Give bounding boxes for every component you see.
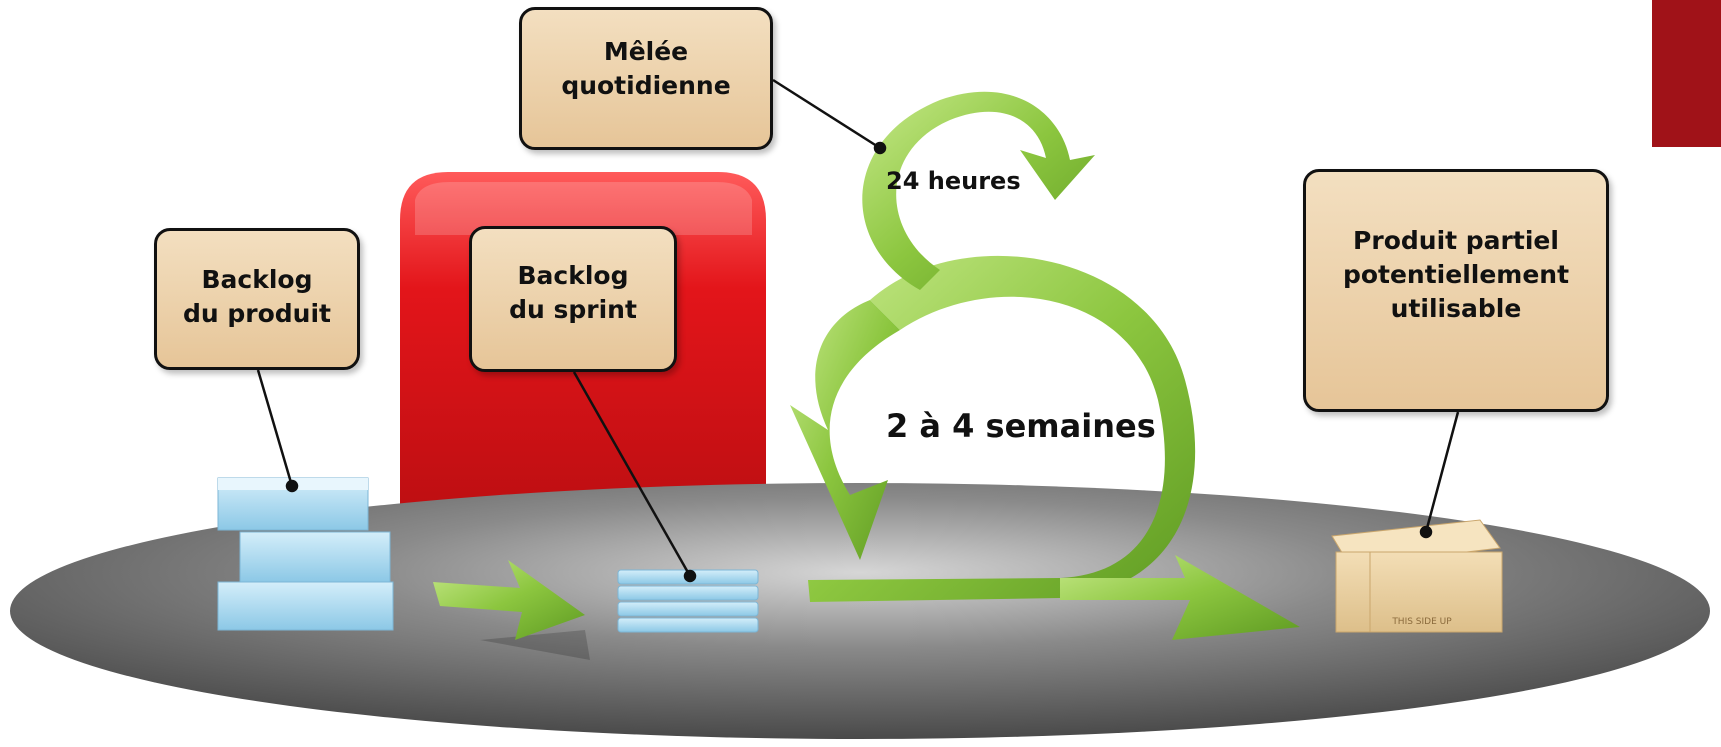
product-box: THIS SIDE UP xyxy=(1331,519,1503,633)
callout-potentially-shippable-product: Produit partiel potentiellement utilisab… xyxy=(1303,169,1609,412)
callout-sprint-backlog: Backlog du sprint xyxy=(469,226,677,372)
sprint-cycle-label: 2 à 4 semaines xyxy=(886,407,1156,445)
sprint-cycle-arrow xyxy=(790,255,1300,640)
accent-square xyxy=(1652,0,1721,147)
box-label: THIS SIDE UP xyxy=(1391,617,1452,627)
product-backlog-stack xyxy=(217,477,394,631)
daily-cycle-label: 24 heures xyxy=(886,167,1021,195)
connector-lines xyxy=(256,78,1460,583)
flow-arrow xyxy=(433,560,590,660)
platform xyxy=(10,483,1710,739)
callout-daily-scrum: Mêlée quotidienne xyxy=(519,7,773,150)
callout-product-backlog: Backlog du produit xyxy=(154,228,360,370)
